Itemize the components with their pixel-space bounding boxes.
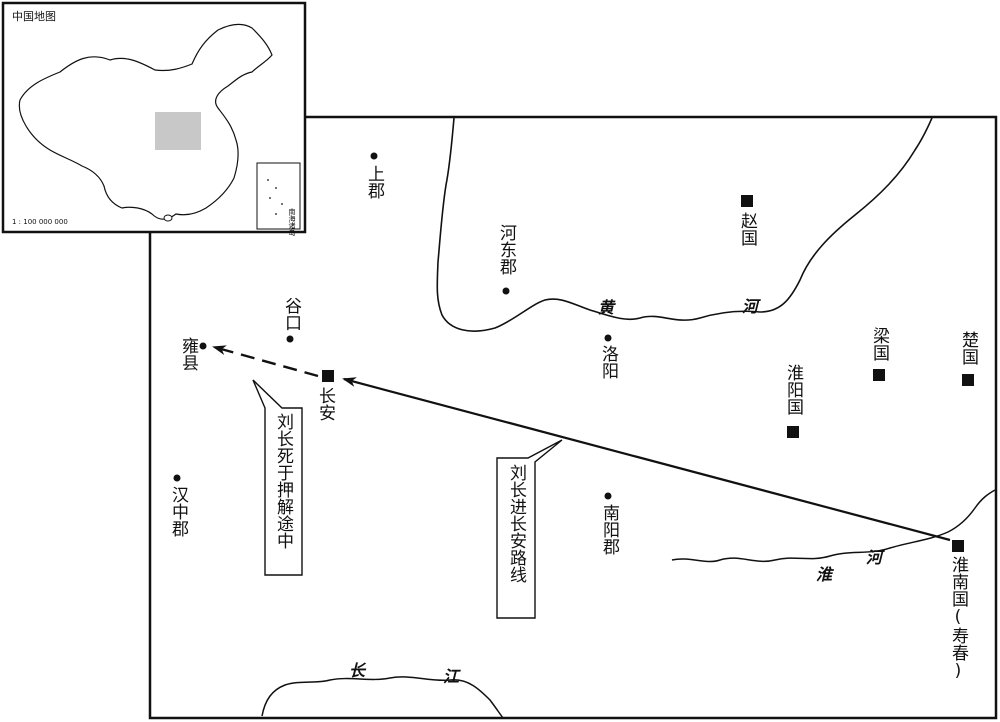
hainan-island <box>163 214 173 222</box>
shang-jun-label: 上郡 <box>364 165 385 199</box>
nan-yang-jun-label: 南阳郡 <box>599 504 620 555</box>
huai-river-char-2: 河 <box>866 548 885 567</box>
death-callout-box <box>252 379 303 576</box>
china-outline <box>18 23 273 220</box>
huang-river-char-2: 河 <box>742 297 761 316</box>
inset-china-map: 中国地图 南海诸岛 1 : 100 000 000 <box>1 1 307 237</box>
south-sea-island-dot <box>275 187 277 189</box>
inset-scale: 1 : 100 000 000 <box>12 218 68 226</box>
han-zhong-jun-label: 汉中郡 <box>168 486 189 537</box>
liang-guo-square <box>873 369 885 381</box>
huai-yang-guo-square <box>787 426 799 438</box>
huang-river-char-1: 黄 <box>598 298 616 317</box>
yong-xian-label: 雍县 <box>178 337 199 371</box>
he-dong-jun-label: 河东郡 <box>496 224 517 275</box>
luo-yang-label: 洛阳 <box>598 345 619 379</box>
gu-kou-label: 谷口 <box>281 297 302 331</box>
yellow-river-line <box>436 117 933 332</box>
zhao-guo-label: 赵国 <box>737 212 758 246</box>
chang-an-square <box>322 370 334 382</box>
luo-yang-dot <box>604 334 612 342</box>
inset-highlight-area <box>155 112 201 150</box>
route-to-changan-line <box>342 377 951 542</box>
huai-nan-guo-square <box>952 540 964 552</box>
yangtze-river-line <box>261 676 504 719</box>
yong-xian-dot <box>199 342 207 350</box>
huai-river-line <box>671 489 996 563</box>
south-sea-island-dot <box>281 203 283 205</box>
death-callout-text: 刘长死于押解途中 <box>273 413 294 549</box>
he-dong-jun-dot <box>502 287 510 295</box>
route-callout-text: 刘长进长安路线 <box>506 464 527 583</box>
route-callout-box <box>496 439 563 619</box>
route-to-yong-dashed-line <box>212 345 319 378</box>
south-sea-label: 南海诸岛 <box>288 207 296 237</box>
nan-yang-jun-dot <box>604 492 612 500</box>
chang-an-label: 长安 <box>315 387 336 421</box>
huai-nan-guo-label: 淮南国(寿春) <box>948 556 969 681</box>
chang-river-char-1: 长 <box>349 661 367 680</box>
chang-river-char-2: 江 <box>443 667 461 686</box>
south-sea-island-dot <box>269 197 271 199</box>
south-sea-island-dot <box>275 213 277 215</box>
inset-title: 中国地图 <box>12 10 56 23</box>
gu-kou-dot <box>286 335 294 343</box>
chu-guo-square <box>962 374 974 386</box>
south-sea-island-dot <box>267 179 269 181</box>
huai-yang-guo-label: 淮阳国 <box>783 364 804 415</box>
han-zhong-jun-dot <box>173 474 181 482</box>
shang-jun-dot <box>370 152 378 160</box>
south-sea-box <box>256 162 301 230</box>
huai-river-char-1: 淮 <box>816 565 835 584</box>
zhao-guo-square <box>741 195 753 207</box>
chu-guo-label: 楚国 <box>958 331 979 365</box>
liang-guo-label: 梁国 <box>869 327 890 361</box>
